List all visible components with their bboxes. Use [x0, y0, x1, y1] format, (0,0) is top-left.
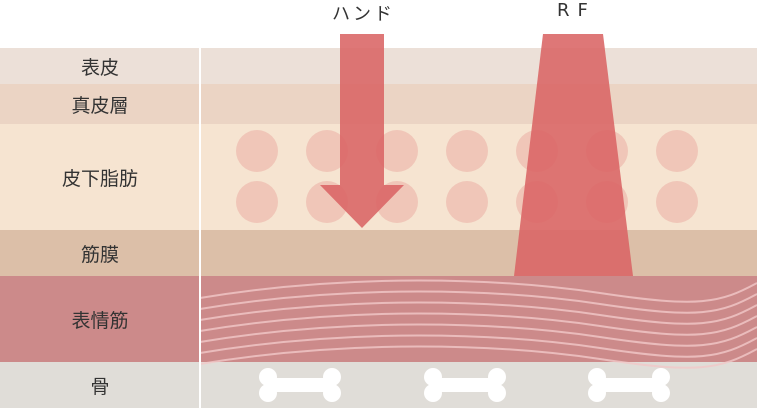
fat-cell	[376, 130, 418, 172]
label-epidermis: 表皮	[80, 56, 119, 79]
muscle-fiber-line	[199, 290, 757, 314]
fat-cell	[236, 130, 278, 172]
fat-cell	[446, 181, 488, 223]
rf-beam	[514, 34, 633, 276]
fat-cell	[656, 130, 698, 172]
bone-icon	[259, 368, 341, 402]
muscle-fiber-line	[199, 345, 757, 369]
label-facial-muscle: 表情筋	[71, 309, 129, 332]
fat-cell	[656, 181, 698, 223]
fat-cell	[236, 181, 278, 223]
label-bone: 骨	[90, 375, 110, 398]
bone-icon	[424, 368, 506, 402]
rf-label: RF	[557, 0, 596, 21]
label-subcutaneous-fat: 皮下脂肪	[61, 167, 138, 190]
fat-cell	[446, 130, 488, 172]
fat-cell	[306, 130, 348, 172]
muscle-fiber-line	[199, 301, 757, 325]
hand-arrow	[320, 34, 404, 228]
bone-icon	[588, 368, 670, 402]
label-dermis: 真皮層	[71, 94, 129, 117]
muscle-fiber-line	[199, 312, 757, 336]
muscle-fiber-line	[199, 279, 757, 303]
hand-label: ハンド	[332, 4, 395, 25]
muscle-fiber-line	[199, 334, 757, 358]
label-fascia: 筋膜	[80, 243, 119, 266]
muscle-fiber-line	[199, 323, 757, 347]
